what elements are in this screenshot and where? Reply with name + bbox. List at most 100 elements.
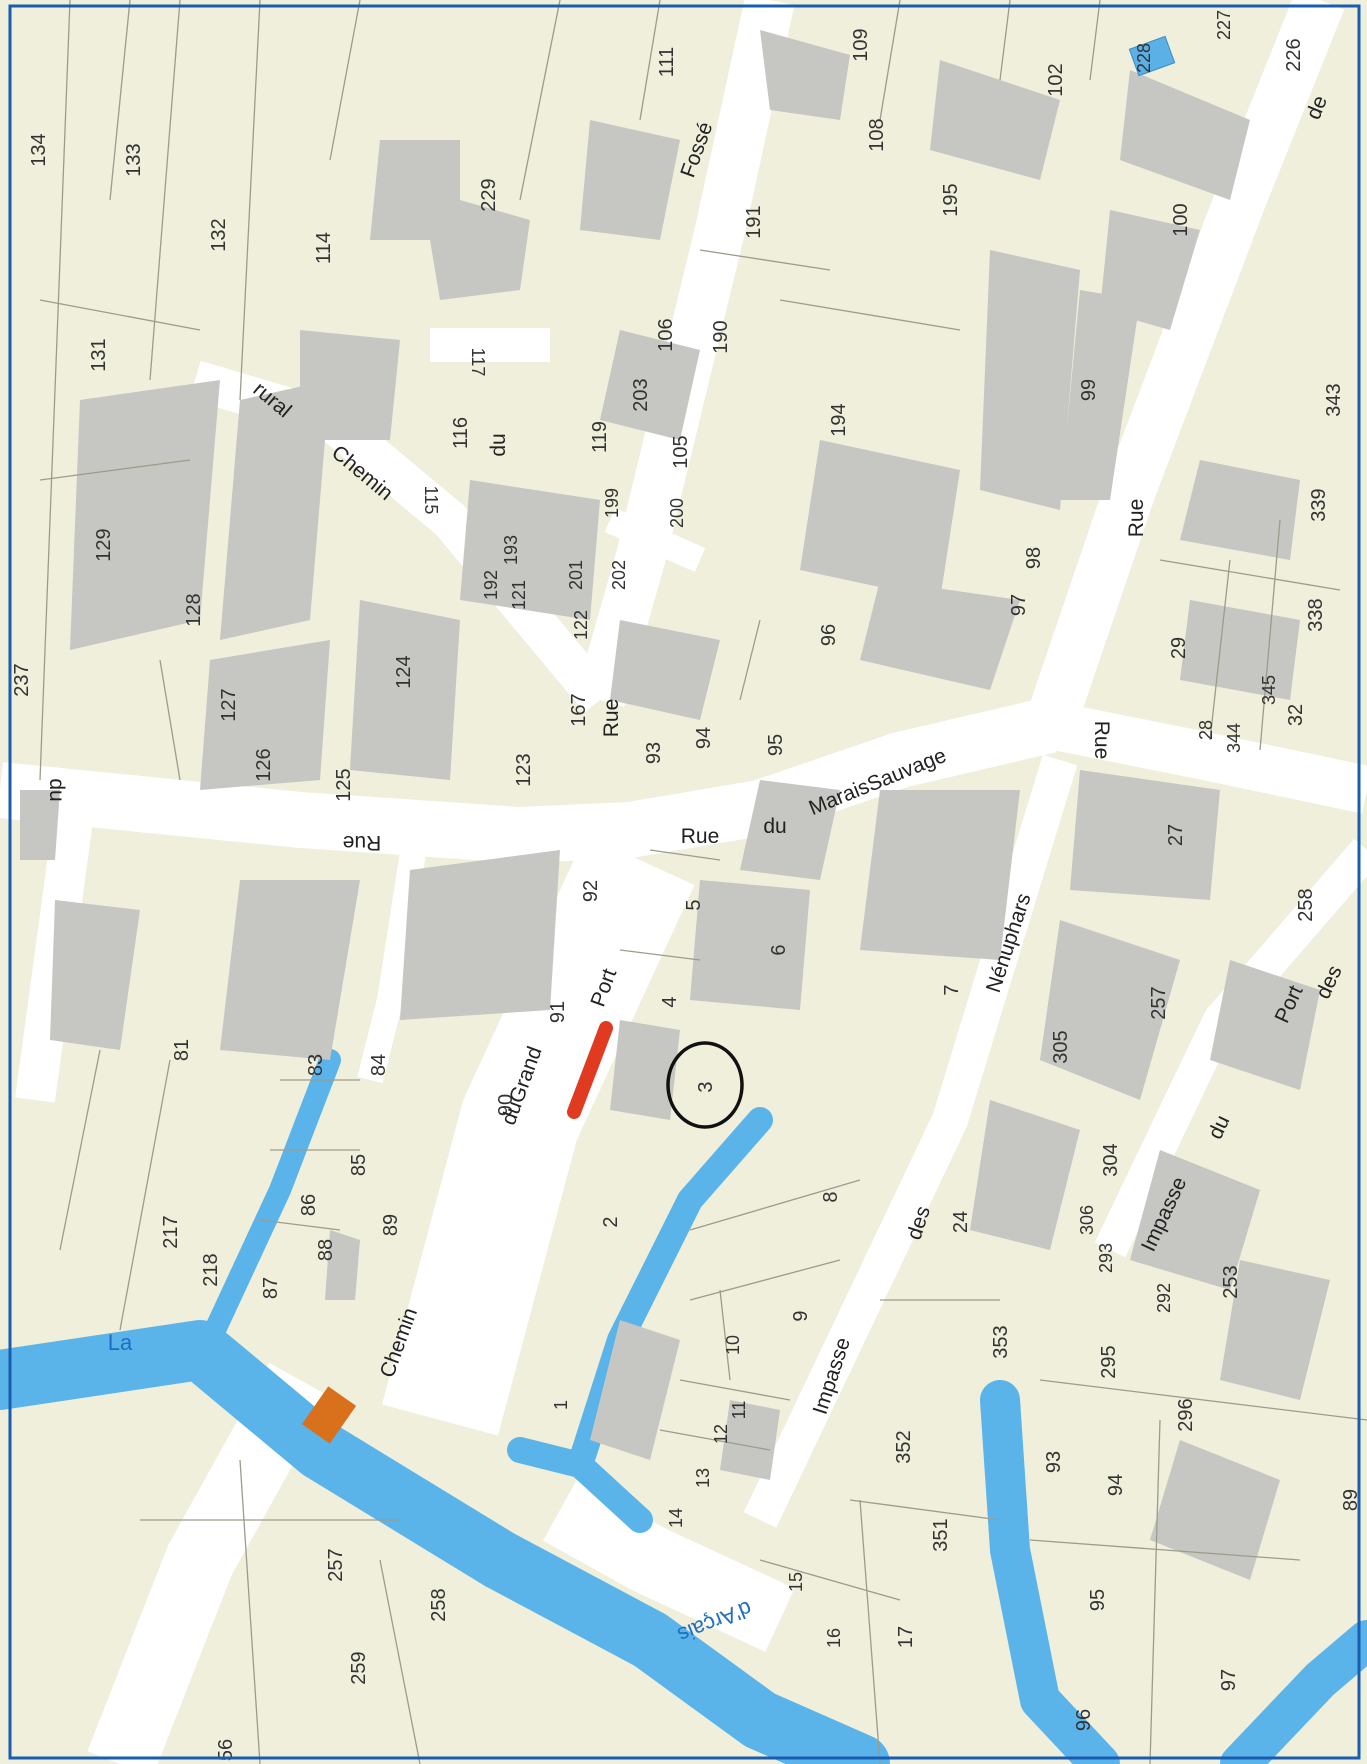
building [690,880,810,1010]
parcel-label: 202 [609,560,629,590]
parcel-line [239,0,261,401]
parcel-line [619,949,701,961]
canal-north-left [204,1049,341,1341]
parcel-line [119,1059,171,1331]
parcel-label: 351 [930,1518,952,1551]
parcel-label: 11 [729,1401,749,1420]
parcel-label: 306 [1077,1205,1097,1235]
parcel-label: 32 [1285,704,1307,726]
parcel-label: 259 [348,1651,370,1684]
building [1180,600,1300,700]
parcel-label: 190 [710,320,732,353]
parcel-label: 85 [348,1154,370,1176]
parcel-label: 237 [11,663,33,696]
parcel-line [149,0,181,381]
canal-center-branch [507,1437,653,1533]
parcel-label: 87 [260,1277,282,1299]
red-boundary-mark[interactable] [567,1021,613,1119]
parcel-label: 119 [589,421,611,453]
parcel-lines [39,0,1367,1764]
parcel-line [1039,1379,1367,1421]
parcel-label: 167 [568,693,590,726]
parcel-label: 132 [208,218,230,251]
road-rue-du-marais-sauvage-west [0,697,1057,863]
parcel-label: 56 [215,1739,237,1761]
parcel-line [1209,559,1231,741]
building [220,880,360,1060]
parcel-line [659,1429,771,1451]
parcel-label: 4 [659,996,681,1007]
parcel-line [689,1259,841,1301]
street-label: du [45,778,68,801]
parcel-line [859,1499,881,1764]
parcel-label: 6 [768,944,790,955]
building [50,900,140,1050]
parcel-label: 295 [1098,1345,1120,1378]
building [720,1400,780,1480]
parcel-line [59,1049,101,1251]
canal-south-east [1220,1620,1367,1764]
parcel-line [259,1219,341,1231]
parcel-label: 89 [1340,1489,1362,1511]
building [1130,1150,1260,1290]
parcel-label: 8 [820,1191,842,1202]
parcel-label: 123 [513,753,535,786]
blue-marker-228 [1128,35,1176,77]
orange-bridge-marker [301,1386,357,1444]
road-connector-199 [604,508,706,572]
parcel-label: 121 [509,580,529,610]
parcel-line [39,299,201,331]
parcel-label: 117 [468,348,488,377]
parcel-label: 128 [183,593,205,626]
parcel-line [1149,1419,1161,1764]
parcel-label: 229 [478,178,500,211]
parcel-label: 13 [693,1468,713,1488]
parcel-label: 95 [1087,1589,1109,1611]
parcel-label: 116 [450,417,472,449]
parcel-label: 94 [1105,1474,1127,1496]
building [930,60,1060,180]
parcel-line [779,299,961,331]
parcel-label: 90 [495,1094,517,1116]
parcel-label: 253 [1220,1265,1242,1298]
parcel-label: 100 [1170,203,1192,236]
parcel-label: 7 [941,984,963,995]
parcel-label: 293 [1096,1243,1116,1273]
parcel-label: 127 [218,688,240,721]
building [740,780,840,880]
parcel-label: 28 [1196,720,1216,740]
parcel-labels: 134 133 132 131 129 128 127 126 125 123 … [11,10,1362,1761]
parcel-label: 92 [580,880,602,902]
parcel-line [1029,1539,1301,1561]
parcel-label: 12 [711,1424,731,1444]
parcel-label: 5 [683,899,705,910]
building [760,30,850,120]
building [70,380,220,650]
building [350,600,460,780]
parcel-label: 96 [1073,1709,1095,1731]
building [220,380,330,640]
parcel-label: 345 [1259,675,1279,705]
parcel-line [679,1379,791,1401]
parcel-label: 193 [501,535,521,565]
parcel-label: 227 [1214,10,1234,40]
road-chemin-du-grand-port [382,834,695,1436]
waterways [0,1049,1367,1764]
parcel-line [849,1499,1001,1521]
parcel-label: 1 [551,1400,571,1410]
parcel-3-highlight-circle[interactable] [666,1041,744,1129]
street-label: Rue [1125,499,1148,538]
parcel-label: 89 [380,1214,402,1236]
building [370,140,530,300]
parcel-line [879,0,901,121]
parcel-label: 201 [566,560,586,590]
building [860,580,1020,690]
road-left-south [357,837,428,1084]
parcel-label: 3 [695,1081,717,1092]
building [325,1230,360,1300]
road-south-stub [543,1479,795,1652]
building [1060,290,1140,500]
parcel-line [379,1559,421,1764]
building [590,1320,680,1460]
